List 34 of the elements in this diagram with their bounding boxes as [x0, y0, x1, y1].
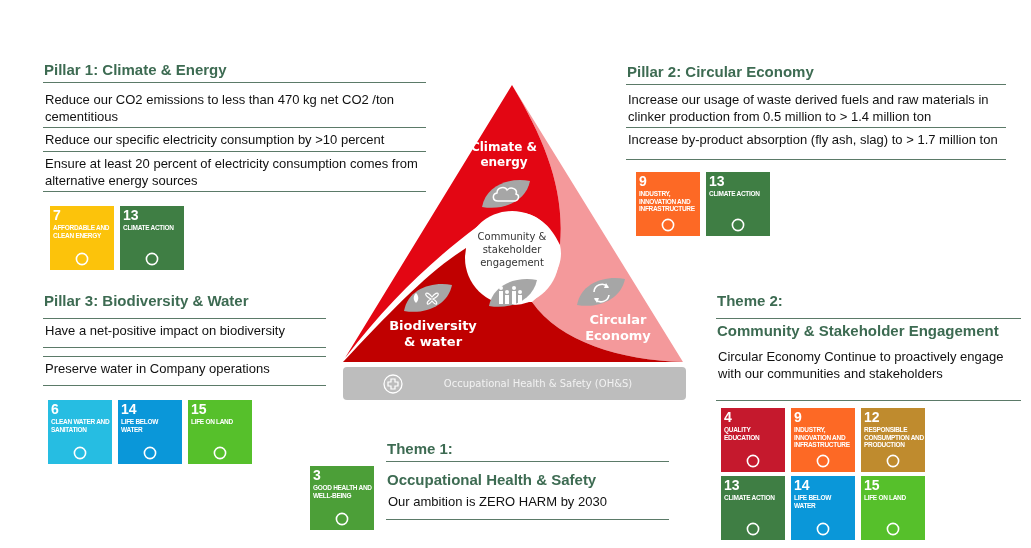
goal-number: 14: [121, 402, 137, 416]
goal-number: 15: [864, 478, 880, 492]
objective-text: Have a net-positive impact on biodiversity: [43, 318, 326, 348]
section-heading: Theme 1:: [386, 437, 669, 462]
node-label: Biodiversity & water: [388, 318, 478, 350]
objective-text: Our ambition is ZERO HARM by 2030: [386, 490, 669, 520]
goal-number: 9: [794, 410, 802, 424]
goal-number: 13: [123, 208, 139, 222]
goal-number: 15: [191, 402, 207, 416]
objective-text: Reduce our CO2 emissions to less than 470 kg net CO2 /ton cementitious: [43, 88, 426, 128]
section-heading: Pillar 2: Circular Economy: [626, 60, 1006, 85]
section-heading: Community & Stakeholder Engagement: [716, 318, 1021, 343]
goal-number: 14: [794, 478, 810, 492]
goal-number: 13: [709, 174, 725, 188]
section-heading: Occupational Health & Safety: [386, 470, 598, 490]
objective-text: Preserve water in Company operations: [43, 356, 326, 386]
goal-number: 4: [724, 410, 732, 424]
objective-text: Increase our usage of waste derived fuels and raw materials in clinker production from 0.5 million to > 1.4 million ton: [626, 88, 1006, 128]
goal-number: 3: [313, 468, 321, 482]
section-heading: Theme 2:: [716, 291, 784, 311]
objective-text: Ensure at least 20 percent of electricity consumption comes from alternative energy sources: [43, 152, 426, 192]
base-bar: [343, 367, 686, 400]
goal-number: 12: [864, 410, 880, 424]
objective-text: Reduce our specific electricity consumption by >10 percent: [43, 128, 426, 152]
section-heading: Pillar 1: Climate & Energy: [43, 58, 426, 83]
node-label: Community & stakeholder engagement: [476, 230, 548, 269]
goal-number: 13: [724, 478, 740, 492]
objective-text: Increase by-product absorption (fly ash, slag) to > 1.7 million ton: [626, 128, 1006, 160]
goal-number: 9: [639, 174, 647, 188]
node-label: Circular Economy: [584, 312, 652, 344]
goal-number: 7: [53, 208, 61, 222]
goal-number: 6: [51, 402, 59, 416]
section-heading: Pillar 3: Biodiversity & Water: [43, 291, 250, 311]
objective-text: Circular Economy Continue to proactively engage with our communities and stakeholders: [716, 345, 1021, 401]
